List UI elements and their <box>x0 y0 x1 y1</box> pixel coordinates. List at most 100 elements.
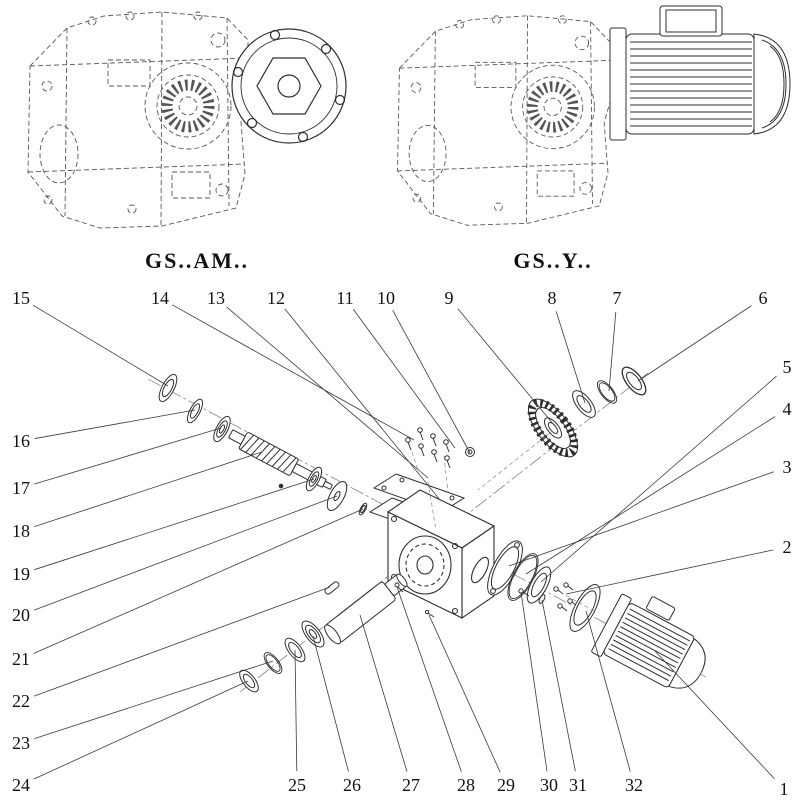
output-flange-drawing <box>231 28 347 144</box>
part-washer-24 <box>239 669 259 693</box>
part-callout-6: 6 <box>758 288 768 308</box>
leader-line-25 <box>294 649 298 772</box>
part-callout-20: 20 <box>12 605 30 625</box>
motor-fins <box>630 41 752 127</box>
leader-line-23 <box>34 660 274 740</box>
part-callout-31: 31 <box>569 775 587 795</box>
part-callout-17: 17 <box>12 478 30 498</box>
fan-cover <box>753 33 791 135</box>
leader-line-9 <box>457 308 555 426</box>
part-ring-16 <box>186 398 204 424</box>
leader-line-13 <box>226 306 429 479</box>
part-callout-24: 24 <box>12 775 30 795</box>
part-washer-31 <box>538 594 546 604</box>
part-callout-16: 16 <box>12 431 30 451</box>
leader-line-22 <box>33 586 331 697</box>
leader-line-16 <box>34 409 196 439</box>
leader-line-19 <box>34 478 315 571</box>
part-callout-13: 13 <box>207 288 225 308</box>
part-callout-26: 26 <box>343 775 361 795</box>
part-callout-21: 21 <box>12 649 30 669</box>
part-seal-6 <box>621 366 647 396</box>
part-circlip-23 <box>263 652 283 674</box>
part-housing <box>386 489 496 620</box>
part-output-shaft-27 <box>324 573 408 645</box>
part-callout-5: 5 <box>782 357 792 377</box>
input-shaft-parts <box>158 373 368 516</box>
leader-line-17 <box>34 427 222 485</box>
part-pin <box>278 483 284 489</box>
part-circlip-7 <box>596 380 618 404</box>
part-gear-9 <box>527 398 579 458</box>
assembly-guide-lines <box>411 431 597 613</box>
leader-line-11 <box>352 309 456 449</box>
leader-line-26 <box>312 635 349 772</box>
part-bearing-26 <box>301 620 325 648</box>
part-callout-15: 15 <box>12 288 30 308</box>
leader-lines-group <box>32 304 777 780</box>
right-model-caption: GS..Y.. <box>513 248 593 273</box>
part-oil-seal-15 <box>158 373 178 403</box>
part-key-22 <box>324 581 340 595</box>
part-callout-30: 30 <box>540 775 558 795</box>
part-screw-28 <box>394 582 404 593</box>
leader-line-7 <box>608 311 617 392</box>
part-ring-8 <box>572 390 596 418</box>
leader-line-15 <box>32 304 169 387</box>
part-screws-14-11 <box>405 427 451 469</box>
part-motor-1 <box>591 593 706 689</box>
leader-line-5 <box>540 375 777 583</box>
leader-line-27 <box>359 614 408 772</box>
part-callout-11: 11 <box>336 288 354 308</box>
terminal-box <box>659 5 723 37</box>
part-adapter-32 <box>569 584 601 632</box>
part-callout-12: 12 <box>267 288 285 308</box>
leader-line-24 <box>33 680 249 780</box>
part-callout-8: 8 <box>547 288 557 308</box>
part-bolts-2 <box>553 582 578 612</box>
leader-line-6 <box>637 305 752 382</box>
part-callout-3: 3 <box>782 457 792 477</box>
part-callout-1: 1 <box>779 779 789 799</box>
leader-line-28 <box>396 586 462 772</box>
part-callout-25: 25 <box>288 775 306 795</box>
leader-line-1 <box>654 650 775 780</box>
leader-line-14 <box>172 304 415 441</box>
left-model-caption: GS..AM.. <box>145 248 249 273</box>
part-callout-27: 27 <box>402 775 420 795</box>
part-callout-2: 2 <box>782 537 792 557</box>
part-callout-10: 10 <box>377 288 395 308</box>
part-callout-9: 9 <box>444 288 454 308</box>
part-ring-5 <box>526 566 552 604</box>
right-gearbox-drawing <box>398 5 791 225</box>
leader-line-2 <box>565 549 774 595</box>
motor-drawing <box>609 5 791 141</box>
motor-side-parts <box>487 540 706 689</box>
leader-line-31 <box>541 599 576 772</box>
leader-line-20 <box>33 495 338 611</box>
part-bearing-17 <box>213 415 231 443</box>
leader-line-29 <box>428 614 501 773</box>
leader-line-32 <box>585 610 631 772</box>
leader-line-18 <box>34 451 263 528</box>
part-callout-18: 18 <box>12 521 30 541</box>
leader-line-3 <box>508 471 774 567</box>
part-callout-4: 4 <box>782 399 792 419</box>
exploded-diagram <box>32 304 777 780</box>
part-callout-19: 19 <box>12 564 30 584</box>
left-gearbox-drawing <box>28 12 347 228</box>
part-callout-23: 23 <box>12 733 30 753</box>
part-callout-32: 32 <box>625 775 643 795</box>
leader-line-12 <box>284 308 441 501</box>
part-callout-29: 29 <box>497 775 515 795</box>
part-callout-14: 14 <box>151 288 169 308</box>
leader-line-21 <box>33 508 364 654</box>
leader-line-10 <box>392 310 471 454</box>
output-shaft-parts <box>239 573 546 693</box>
output-gear-parts <box>527 366 647 458</box>
part-callout-28: 28 <box>457 775 475 795</box>
part-callout-22: 22 <box>12 691 30 711</box>
part-vent-plug-10 <box>465 447 475 457</box>
